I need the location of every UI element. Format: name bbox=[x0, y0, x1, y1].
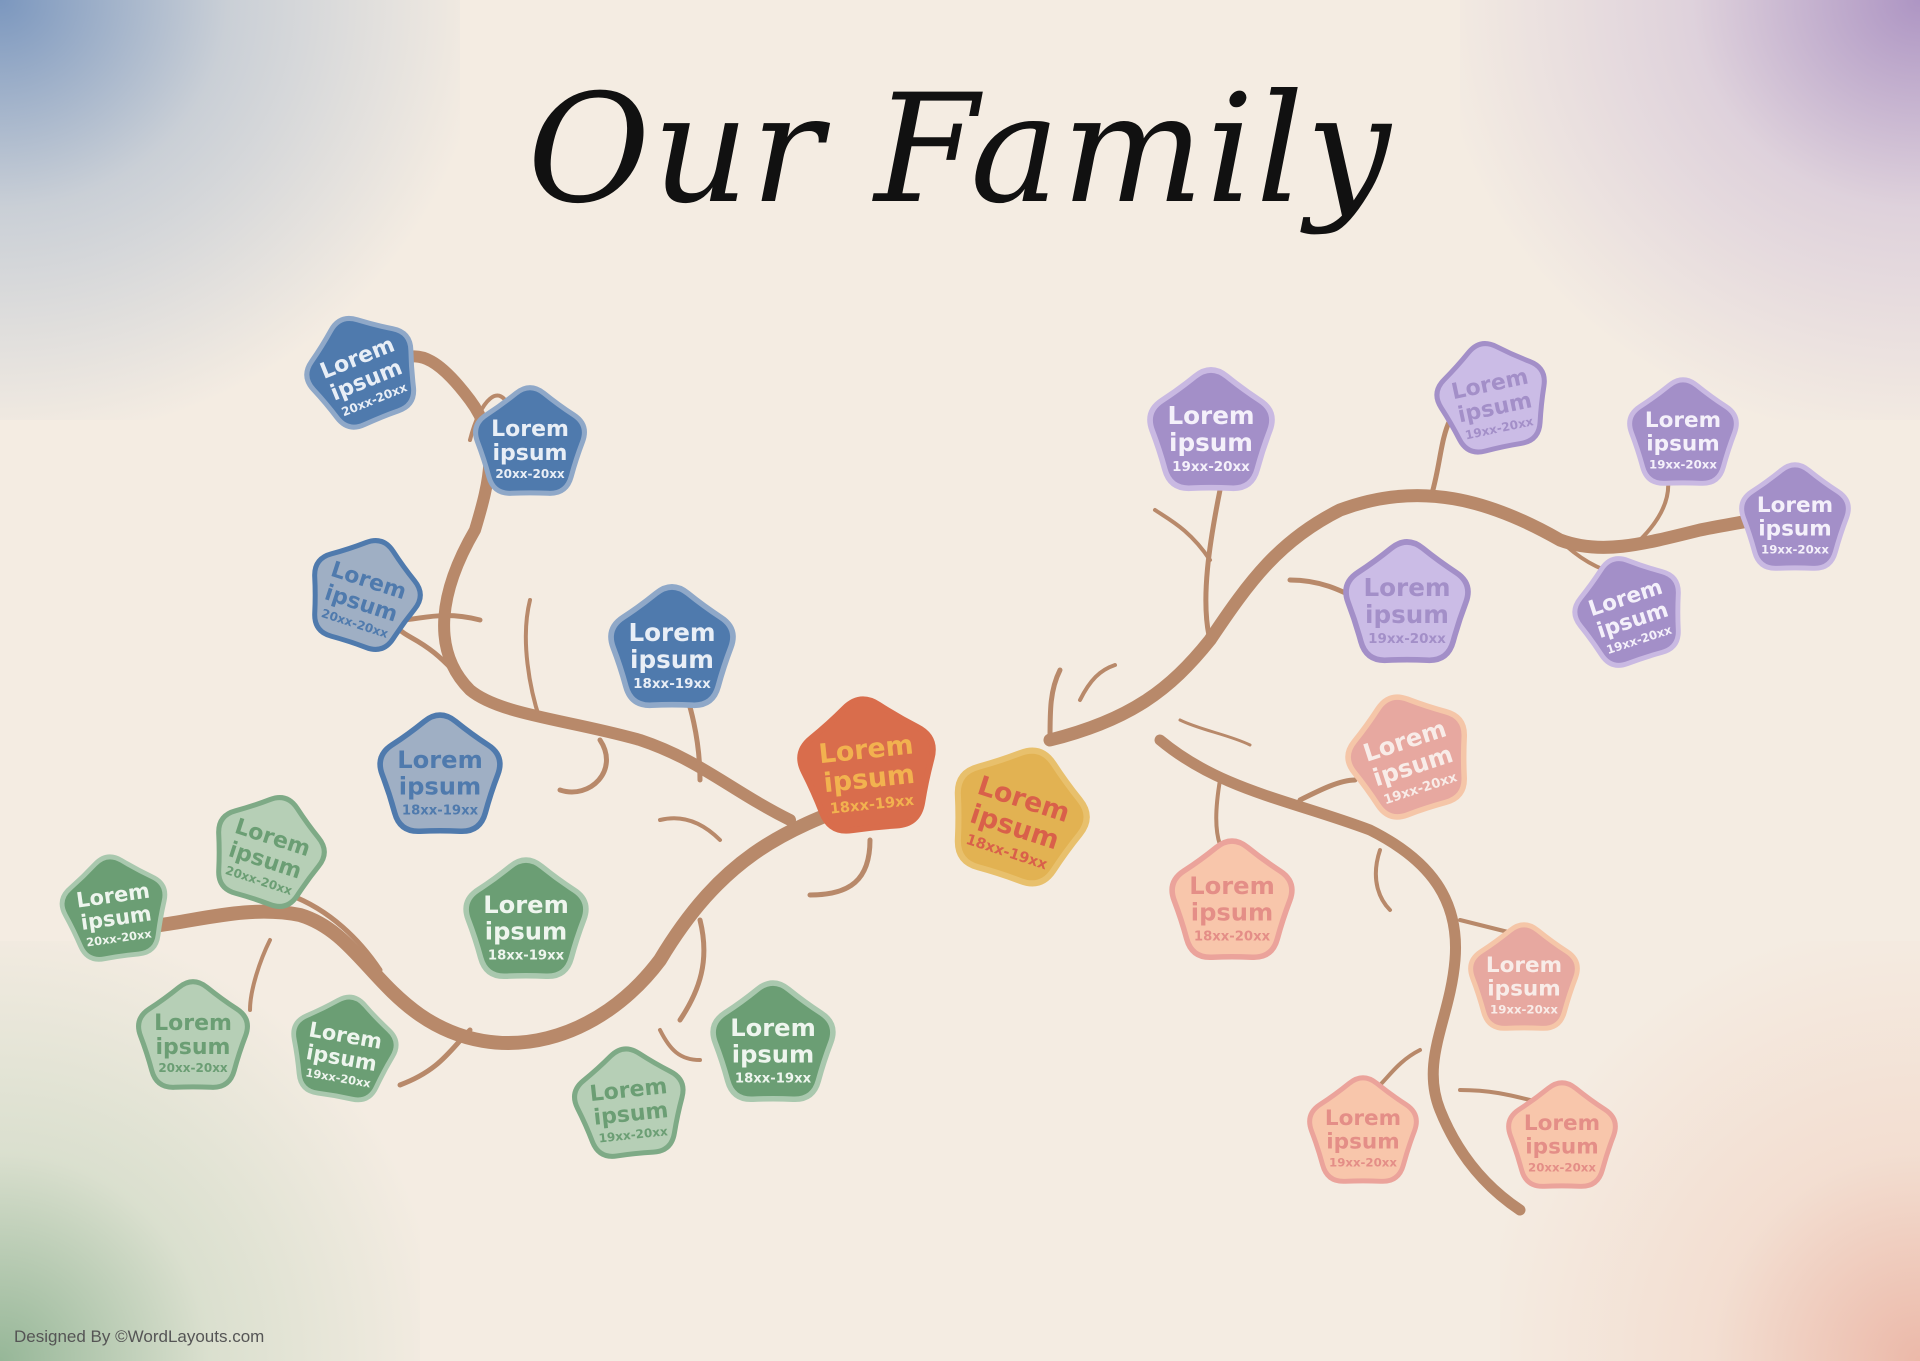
member-years: 19xx-20xx bbox=[1490, 1002, 1558, 1016]
flower-shape bbox=[59, 854, 168, 962]
flower-shape bbox=[1343, 539, 1471, 664]
member-name: Lorem bbox=[628, 618, 715, 647]
flower-shape bbox=[1434, 341, 1547, 455]
member-name: Lorem bbox=[1189, 872, 1275, 900]
flower-shape bbox=[710, 980, 836, 1102]
member-name: Lorem bbox=[154, 1011, 232, 1036]
flower-shape bbox=[608, 584, 736, 709]
member-name: Lorem bbox=[730, 1014, 816, 1042]
member-years: 18xx-19xx bbox=[488, 948, 565, 963]
member-name: ipsum bbox=[1191, 899, 1273, 927]
member-years: 18xx-19xx bbox=[633, 677, 711, 692]
member-name: ipsum bbox=[1169, 428, 1253, 457]
flower-shape bbox=[954, 747, 1090, 887]
member-name: ipsum bbox=[485, 918, 567, 946]
flower-shape bbox=[1468, 922, 1580, 1031]
flower-shape bbox=[1627, 377, 1739, 486]
flower-shape bbox=[1307, 1075, 1419, 1184]
member-name: Lorem bbox=[1325, 1106, 1401, 1131]
member-years: 20xx-20xx bbox=[495, 467, 565, 481]
member-years: 19xx-20xx bbox=[1649, 457, 1717, 471]
member-name: Lorem bbox=[1167, 401, 1254, 430]
flower-shape bbox=[572, 1046, 686, 1159]
flower-shape bbox=[1506, 1080, 1618, 1189]
flower-shape bbox=[1345, 694, 1467, 820]
member-name: Lorem bbox=[1486, 953, 1562, 978]
flower-shape bbox=[304, 315, 417, 430]
member-years: 20xx-20xx bbox=[158, 1061, 228, 1075]
member-name: ipsum bbox=[156, 1035, 231, 1060]
flower-shape bbox=[377, 712, 503, 834]
member-years: 18xx-20xx bbox=[1194, 929, 1271, 944]
flower-shape bbox=[463, 857, 589, 979]
member-name: ipsum bbox=[1525, 1135, 1598, 1160]
credit-footer: Designed By ©WordLayouts.com bbox=[14, 1327, 265, 1346]
member-name: ipsum bbox=[630, 645, 714, 674]
member-years: 19xx-20xx bbox=[1172, 460, 1250, 475]
member-name: Lorem bbox=[1363, 573, 1450, 602]
flower-shape bbox=[1147, 367, 1275, 492]
member-name: ipsum bbox=[493, 441, 568, 466]
page-title: Our Family bbox=[527, 63, 1393, 237]
member-name: Lorem bbox=[1524, 1111, 1600, 1136]
flower-shape bbox=[1739, 462, 1851, 571]
flower-shape bbox=[473, 385, 587, 496]
member-years: 18xx-19xx bbox=[402, 803, 479, 818]
flower-shape bbox=[1169, 838, 1295, 960]
member-name: Lorem bbox=[1757, 493, 1833, 518]
flower-shape bbox=[216, 795, 327, 909]
member-name: Lorem bbox=[491, 417, 569, 442]
member-years: 18xx-19xx bbox=[735, 1071, 812, 1086]
flower-shape bbox=[312, 538, 423, 652]
flower-shape bbox=[136, 979, 250, 1090]
member-years: 19xx-20xx bbox=[1761, 542, 1829, 556]
flower-shape bbox=[1572, 556, 1681, 668]
member-name: Lorem bbox=[397, 746, 483, 774]
member-years: 20xx-20xx bbox=[1528, 1160, 1596, 1174]
member-name: Lorem bbox=[1645, 408, 1721, 433]
member-name: ipsum bbox=[732, 1041, 814, 1069]
member-name: ipsum bbox=[1365, 600, 1449, 629]
flower-shape bbox=[797, 696, 936, 834]
flower-shape bbox=[291, 994, 399, 1103]
member-years: 19xx-20xx bbox=[1329, 1155, 1397, 1169]
member-years: 19xx-20xx bbox=[1368, 632, 1446, 647]
member-name: Lorem bbox=[483, 891, 569, 919]
member-name: ipsum bbox=[1326, 1130, 1399, 1155]
member-name: ipsum bbox=[1646, 432, 1719, 457]
member-name: ipsum bbox=[399, 773, 481, 801]
member-name: ipsum bbox=[1487, 977, 1560, 1002]
member-name: ipsum bbox=[1758, 517, 1831, 542]
